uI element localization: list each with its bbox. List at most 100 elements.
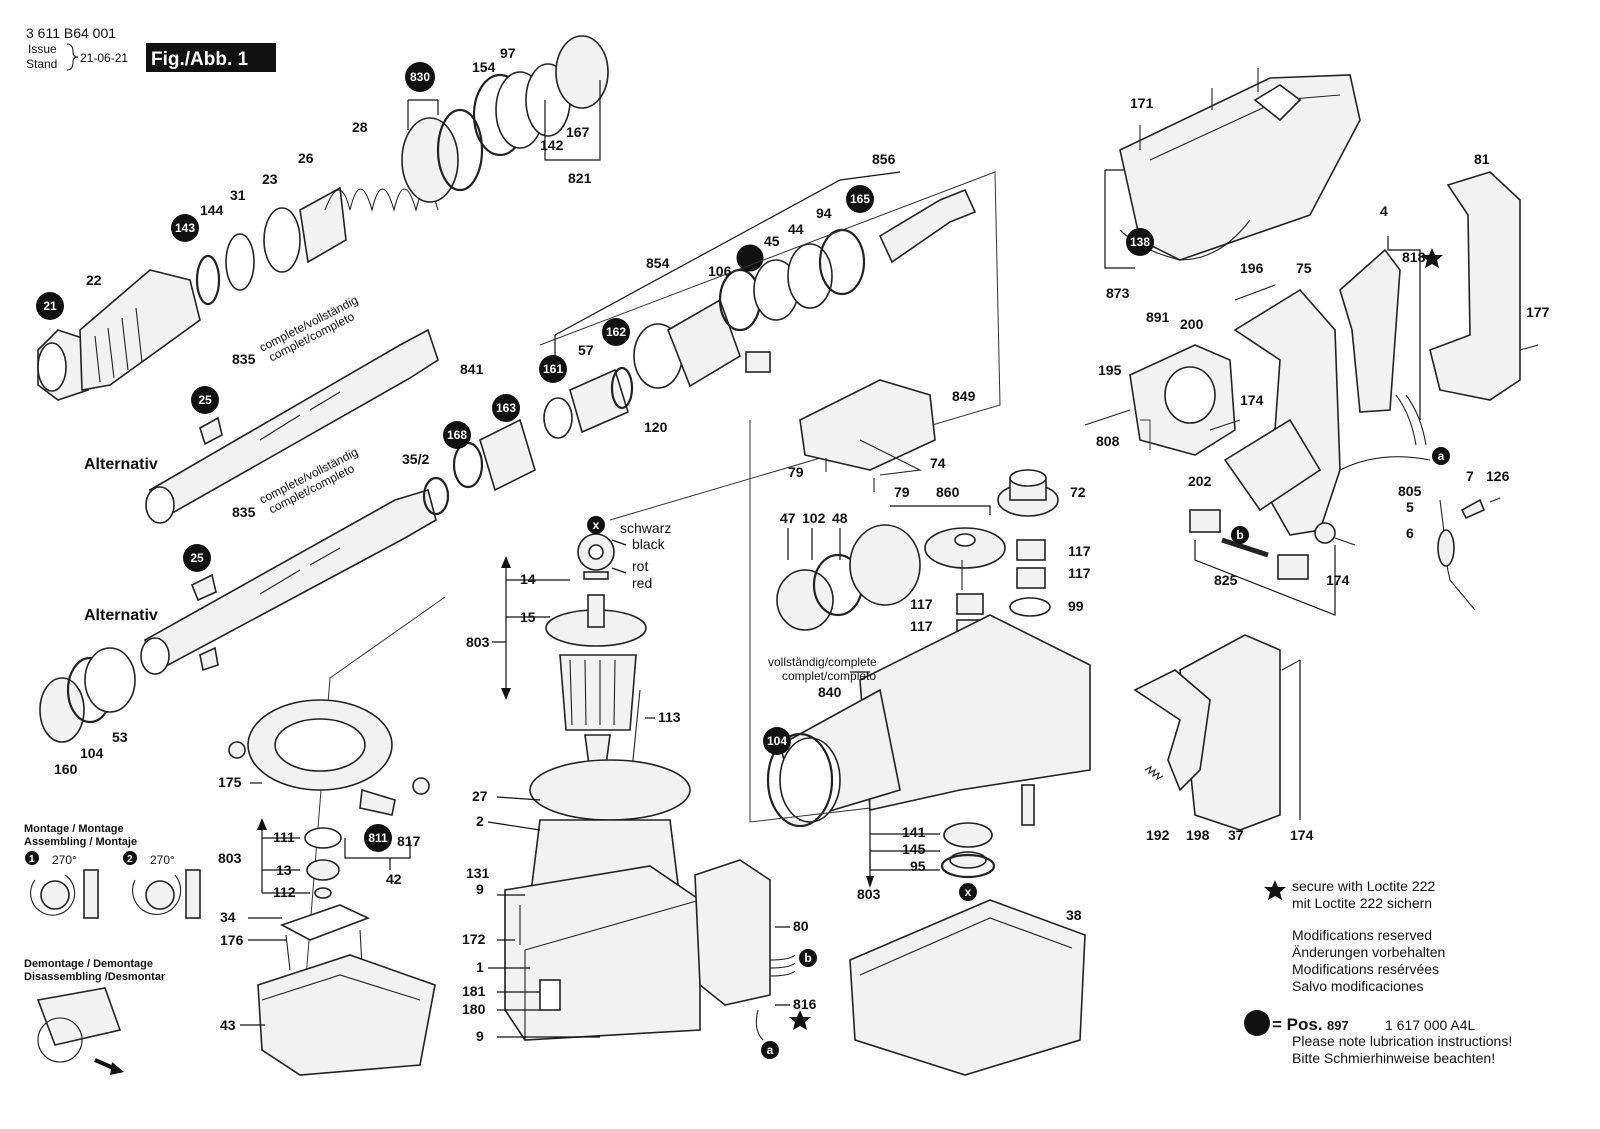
part-112-nut xyxy=(314,887,332,899)
label-104: 104 xyxy=(80,745,104,761)
label-99: 99 xyxy=(1068,598,1084,614)
svg-text:25: 25 xyxy=(190,551,204,565)
label-803-a: 803 xyxy=(466,634,490,650)
part-25-key-b xyxy=(190,573,217,602)
label-13: 13 xyxy=(276,862,292,878)
part-161-ring xyxy=(543,397,573,439)
part-95-ring xyxy=(940,853,996,879)
part-23-sleeve xyxy=(263,207,301,273)
label-849: 849 xyxy=(952,388,976,404)
part-number-labels: 154 97 28 26 23 31 144 22 167 142 821 85… xyxy=(54,45,1550,1044)
label-95: 95 xyxy=(910,858,926,874)
label-808: 808 xyxy=(1096,433,1120,449)
part-44-ring xyxy=(787,243,833,309)
label-34: 34 xyxy=(220,909,236,925)
label-1: 1 xyxy=(476,959,484,975)
bubble-830: 830 xyxy=(405,62,435,92)
label-81: 81 xyxy=(1474,151,1490,167)
wire-red: red xyxy=(632,575,652,591)
part-99-washer xyxy=(1009,597,1051,617)
label-57: 57 xyxy=(578,342,594,358)
lube-marker-icon xyxy=(736,244,764,272)
label-27: 27 xyxy=(472,788,488,804)
part-825-bush-b xyxy=(1277,554,1309,580)
part-1-housing xyxy=(504,865,701,1041)
modifications-3: Modifications resérvées xyxy=(1292,961,1439,977)
part-860-gear xyxy=(924,527,1006,569)
part-117-bearing-c xyxy=(956,593,984,615)
label-817: 817 xyxy=(397,833,421,849)
label-44: 44 xyxy=(788,221,804,237)
label-53: 53 xyxy=(112,729,128,745)
label-818: 818 xyxy=(1402,249,1426,265)
pos-label: = Pos. xyxy=(1272,1015,1323,1034)
label-141: 141 xyxy=(902,824,926,840)
label-126: 126 xyxy=(1486,468,1510,484)
brush-plate-group xyxy=(228,699,436,1076)
part-26-clip xyxy=(299,186,347,264)
bubble-163: 163 xyxy=(492,394,520,422)
label-180: 180 xyxy=(462,1001,486,1017)
label-80: 80 xyxy=(793,918,809,934)
switch-housing-group xyxy=(1133,634,1301,831)
label-198: 198 xyxy=(1186,827,1210,843)
spring-icon-1 xyxy=(30,874,76,916)
loctite-line1: secure with Loctite 222 xyxy=(1292,878,1435,894)
part-27-plate xyxy=(529,759,691,821)
part-113-screw xyxy=(631,689,641,771)
label-835-a: 835 xyxy=(232,351,256,367)
part-34-plate xyxy=(280,904,371,941)
header: 3 611 B64 001 Issue Stand 21-06-21 Fig./… xyxy=(26,25,276,72)
part-37-housing xyxy=(1179,634,1281,831)
part-117-bearing-a xyxy=(1016,539,1046,561)
star-icon-816 xyxy=(789,1010,811,1030)
part-195-screw xyxy=(1084,409,1131,426)
svg-text:a: a xyxy=(767,1043,774,1057)
label-854: 854 xyxy=(646,255,670,271)
label-120: 120 xyxy=(644,419,668,435)
part-825-bush-a xyxy=(1189,509,1221,533)
issue-label: Issue xyxy=(28,42,57,56)
gear-housing-group xyxy=(749,379,1091,1076)
label-202: 202 xyxy=(1188,473,1212,489)
label-171: 171 xyxy=(1130,95,1154,111)
label-48: 48 xyxy=(832,510,848,526)
label-26: 26 xyxy=(298,150,314,166)
label-35-2: 35/2 xyxy=(402,451,429,467)
label-94: 94 xyxy=(816,205,832,221)
spring-icon-2 xyxy=(132,874,182,915)
bubble-21: 21 xyxy=(36,292,64,320)
label-816: 816 xyxy=(793,996,817,1012)
svg-text:21: 21 xyxy=(43,299,57,313)
label-31: 31 xyxy=(230,187,246,203)
label-803-c: 803 xyxy=(857,886,881,902)
label-75: 75 xyxy=(1296,260,1312,276)
complete-label-1: complete/vollständig complet/completo xyxy=(257,293,360,365)
part-38-cover xyxy=(849,899,1086,1076)
motor-group xyxy=(304,533,796,1041)
star-icon xyxy=(1264,880,1286,900)
bubble-25-b: 25 xyxy=(183,544,211,572)
label-181: 181 xyxy=(462,983,486,999)
svg-text:163: 163 xyxy=(496,401,516,415)
label-97: 97 xyxy=(500,45,516,61)
bubble-168: 168 xyxy=(443,421,471,449)
label-805: 805 xyxy=(1398,483,1422,499)
bubble-161: 161 xyxy=(539,355,567,383)
marker-b-handle: b xyxy=(1231,526,1249,544)
label-196: 196 xyxy=(1240,260,1264,276)
svg-text:811: 811 xyxy=(368,831,388,845)
svg-text:b: b xyxy=(804,951,811,965)
part-28-spring xyxy=(324,188,439,213)
label-131: 131 xyxy=(466,865,490,881)
label-891: 891 xyxy=(1146,309,1170,325)
bubble-labels: 830 143 21 25 25 168 163 161 162 165 138… xyxy=(36,62,1154,852)
marker-x-motor: x xyxy=(587,516,605,534)
assembling-label: Assembling / Montaje xyxy=(24,836,137,848)
svg-text:a: a xyxy=(1438,449,1445,463)
fig-label-box xyxy=(146,43,276,72)
marker-x-gear: x xyxy=(959,883,977,901)
part-7-clamp xyxy=(1460,498,1486,520)
label-860: 860 xyxy=(936,484,960,500)
label-79-b: 79 xyxy=(894,484,910,500)
